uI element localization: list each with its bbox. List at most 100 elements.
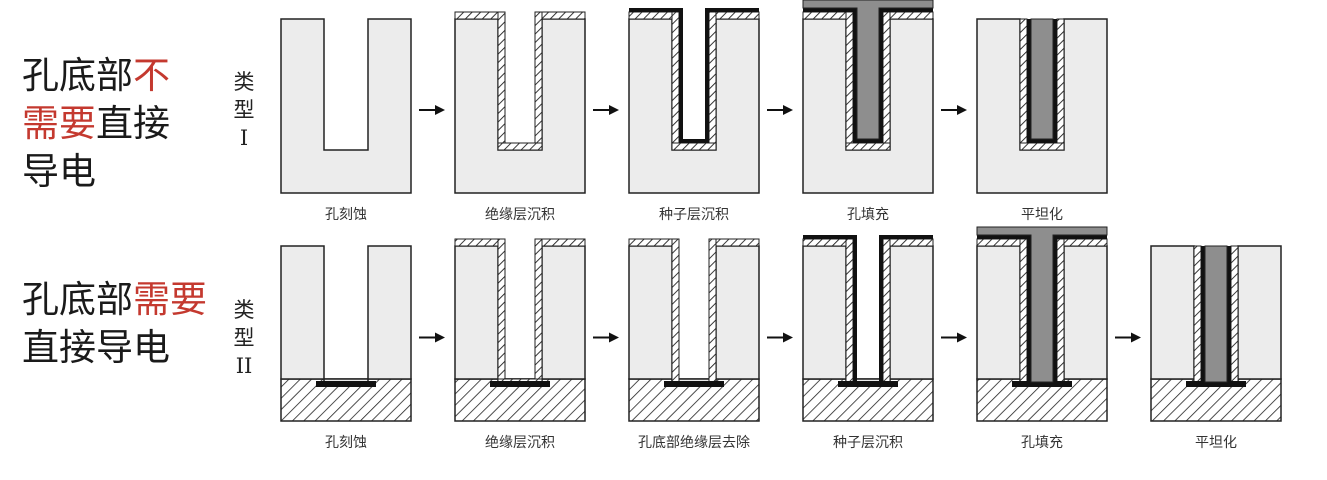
row2-title-part-0: 孔底部 <box>22 278 133 321</box>
row2-type-char-1: 型 <box>233 326 255 350</box>
row1-diagrams: 孔刻蚀绝缘层沉积种子层沉积孔填充平坦化 <box>280 0 1108 223</box>
row2-arrow-2-head <box>609 332 619 343</box>
row2-step6-liner-right <box>1230 245 1239 387</box>
row2-step2-liner-left <box>497 238 506 387</box>
row1-step3-liner-right <box>708 11 717 151</box>
row1-type-char-1: 型 <box>233 98 255 122</box>
row2-step4-material <box>802 245 934 387</box>
row2-step1-material <box>280 245 412 387</box>
row2-step1-contact <box>316 381 376 387</box>
row2-title: 孔底部需要 直接导电 <box>22 276 207 372</box>
row1-step3-seed-left <box>679 8 683 143</box>
row2-diagrams: 孔刻蚀绝缘层沉积孔底部绝缘层去除种子层沉积孔填充平坦化 <box>280 226 1282 451</box>
row1-step5-seed-left <box>1027 19 1031 143</box>
row1-step5-liner-left <box>1019 18 1028 151</box>
row1-step2-liner-right <box>534 11 543 151</box>
row2-step5-seed-top-left <box>977 235 1031 239</box>
row1-type-char-0: 类 <box>233 70 255 94</box>
row1-step4-liner-top-left <box>802 11 847 20</box>
row2-step2-label: 绝缘层沉积 <box>485 435 555 451</box>
row2-step3-liner-left <box>671 238 680 387</box>
row1-step2-liner-bottom <box>497 142 543 151</box>
row2-step5-seed-right <box>1053 235 1057 386</box>
row1-step4-seed-left <box>853 8 857 143</box>
row2-title-part-1: 需要 <box>133 278 207 321</box>
row2-step3-liner-top-right <box>715 238 760 247</box>
row1-arrow-3-head <box>783 105 793 115</box>
row1-step4-seed-bottom <box>853 139 883 143</box>
row1-step3-liner-top-right <box>715 11 760 20</box>
row1-step3-seed-right <box>705 8 709 143</box>
row2-arrow-3-head <box>783 332 793 343</box>
row2-step4-liner-top-right <box>889 238 934 247</box>
row1-arrow-4-head <box>957 105 967 115</box>
row2-arrow-4-head <box>957 332 967 343</box>
row1-step4-liner-left <box>845 11 854 151</box>
row2-step1-label: 孔刻蚀 <box>325 435 367 451</box>
row2-step2-liner-top-left <box>454 238 499 247</box>
row1-step4-liner-right <box>882 11 891 151</box>
row1-step2-material <box>454 18 586 194</box>
row1-step5-seed-right <box>1053 19 1057 143</box>
row2-step3-contact <box>664 381 724 387</box>
row1-arrow-1-head <box>435 105 445 115</box>
row1-step1-diagram <box>280 18 412 194</box>
row2-step2-liner-right <box>534 238 543 387</box>
row2-step3-diagram <box>628 238 760 422</box>
row2-step4-liner-top-left <box>802 238 847 247</box>
row2-arrow-1-head <box>435 332 445 343</box>
row2-step5-fill <box>976 226 1108 383</box>
row1-step2-label: 绝缘层沉积 <box>485 207 555 223</box>
row1-step4-seed-top-left <box>803 8 857 12</box>
row1-step3-liner-bottom <box>671 142 717 151</box>
row2-type-label: 类 型 II <box>232 296 256 380</box>
row2-step5-liner-top-left <box>976 238 1021 247</box>
row2-step5-liner-right <box>1056 238 1065 387</box>
row1-step5-fill <box>1030 18 1054 140</box>
row1-step3-seed-top-right <box>705 8 759 12</box>
row1-step3-seed-top-left <box>629 8 683 12</box>
row1-step2-liner-left <box>497 11 506 151</box>
row2-step3-material <box>628 245 760 387</box>
row2-step5-seed-top-right <box>1053 235 1107 239</box>
row1-title-part-1: 不 需要 <box>22 54 170 145</box>
row1-step4-diagram <box>802 0 934 194</box>
row2-step2-diagram <box>454 238 586 422</box>
row2-step6-seed-bottom <box>1201 382 1231 386</box>
row2-type-char-0: 类 <box>233 298 255 322</box>
row1-step2-diagram <box>454 11 586 194</box>
row1-step4-fill <box>802 0 934 140</box>
row2-step6-fill <box>1204 245 1228 383</box>
row1-step5-label: 平坦化 <box>1021 207 1063 223</box>
row2-step5-liner-top-right <box>1063 238 1108 247</box>
row2-step1-diagram <box>280 245 412 422</box>
row1-step4-liner-top-right <box>889 11 934 20</box>
row1-step5-liner-right <box>1056 18 1065 151</box>
row1-step3-liner-top-left <box>628 11 673 20</box>
row2-step3-label: 孔底部绝缘层去除 <box>638 435 750 451</box>
row2-step4-diagram <box>802 235 934 422</box>
row1-step4-seed-top-right <box>879 8 933 12</box>
row1-type-char-2: I <box>239 126 249 150</box>
row1-step5-liner-bottom <box>1019 142 1065 151</box>
row2-step5-seed-bottom <box>1027 382 1057 386</box>
row2-step2-material <box>454 245 586 387</box>
row2-step4-liner-left <box>845 238 854 387</box>
row2-step5-diagram <box>976 226 1108 422</box>
row2-step3-liner-top-left <box>628 238 673 247</box>
row2-step5-seed-left <box>1027 235 1031 386</box>
row2-step4-seed-top-right <box>879 235 933 239</box>
row1-title-part-2: 直接 导电 <box>22 102 170 193</box>
row1-step3-label: 种子层沉积 <box>659 207 729 223</box>
row2-step6-liner-left <box>1193 245 1202 387</box>
row1-step3-diagram <box>628 8 760 194</box>
row2-step4-seed-left <box>853 235 857 386</box>
row2-step4-seed-right <box>879 235 883 386</box>
row1-step2-liner-top-left <box>454 11 499 20</box>
row2-step4-seed-bottom <box>853 382 883 386</box>
row1-step5-diagram <box>976 18 1108 194</box>
row1-step5-seed-bottom <box>1027 139 1057 143</box>
row1-step3-seed-bottom <box>679 139 709 143</box>
row2-step5-liner-left <box>1019 238 1028 387</box>
